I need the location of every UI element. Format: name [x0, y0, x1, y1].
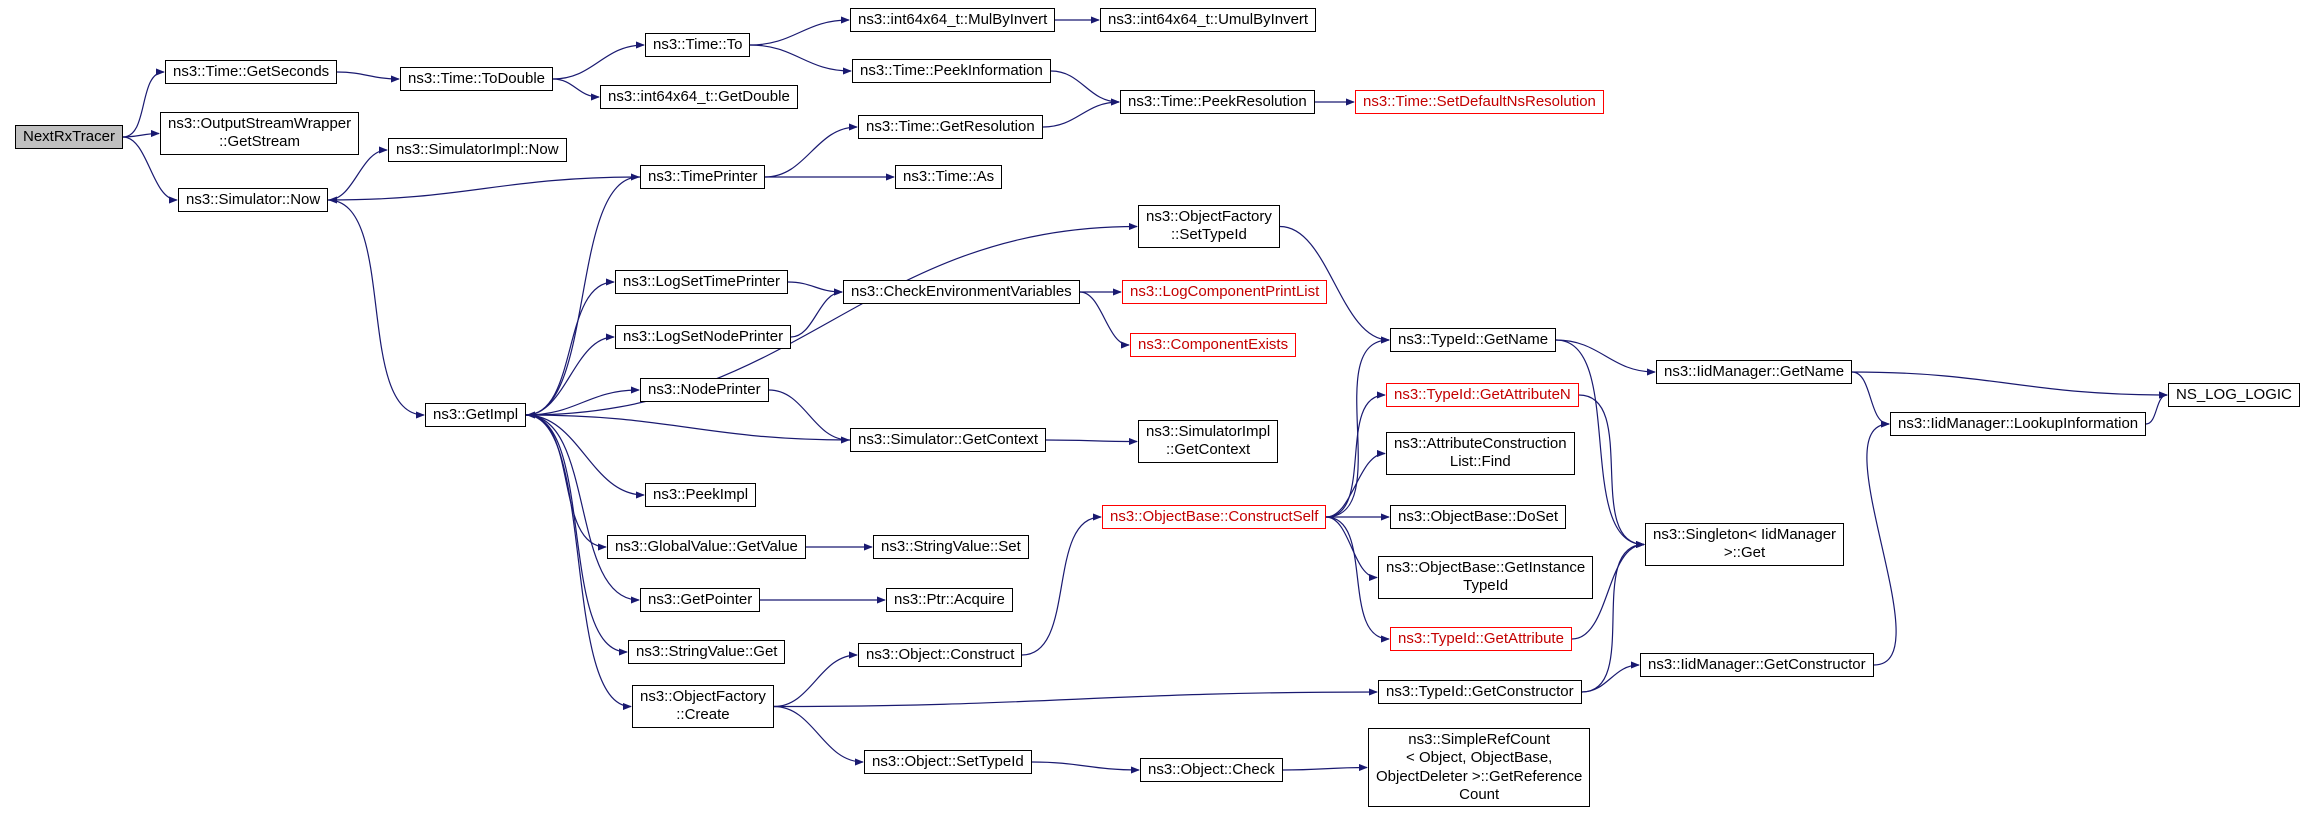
edge-nextrxtracer--simulator-now: [122, 136, 178, 204]
graph-node-attrlist-find[interactable]: ns3::AttributeConstruction List::Find: [1386, 432, 1575, 475]
edge-constructself--getattribute: [1325, 516, 1390, 643]
graph-node-constructself[interactable]: ns3::ObjectBase::ConstructSelf: [1102, 505, 1327, 530]
edge-time-todouble--time-to: [552, 41, 645, 80]
graph-node-getinstancetypeid[interactable]: ns3::ObjectBase::GetInstance TypeId: [1378, 556, 1594, 599]
edge-getattribute--singleton-get: [1571, 540, 1645, 640]
edge-simulator-getcontext--simulatorimpl-getcontext: [1045, 437, 1138, 446]
edge-typeid-getname--iid-getname: [1555, 339, 1656, 376]
graph-node-componentexists[interactable]: ns3::ComponentExists: [1130, 333, 1297, 358]
edge-getresolution--peekresolution: [1042, 98, 1120, 128]
edge-objectfactory-create--typeid-getconstructor: [773, 688, 1378, 708]
edge-getimpl--objectfactory-create: [525, 414, 632, 711]
graph-node-peekinformation[interactable]: ns3::Time::PeekInformation: [852, 59, 1051, 84]
edge-iid-getconstructor--lookupinformation: [1866, 420, 1897, 666]
edge-getimpl--nodeprinter: [525, 386, 640, 416]
graph-node-nodeprinter[interactable]: ns3::NodePrinter: [640, 378, 769, 403]
graph-node-time-to[interactable]: ns3::Time::To: [645, 33, 751, 58]
graph-node-getdouble[interactable]: ns3::int64x64_t::GetDouble: [600, 85, 798, 110]
graph-node-time-as[interactable]: ns3::Time::As: [895, 165, 1003, 190]
graph-node-logsetnodeprinter[interactable]: ns3::LogSetNodePrinter: [615, 325, 792, 350]
edge-time-to--mulbyinvert: [749, 16, 850, 46]
graph-node-simulator-now[interactable]: ns3::Simulator::Now: [178, 188, 329, 213]
graph-node-lookupinformation[interactable]: ns3::IidManager::LookupInformation: [1890, 412, 2147, 437]
graph-node-stringvalue-set[interactable]: ns3::StringValue::Set: [873, 535, 1029, 560]
edge-time-todouble--getdouble: [552, 78, 600, 101]
graph-node-objectfactory-settypeid[interactable]: ns3::ObjectFactory ::SetTypeId: [1138, 205, 1280, 248]
edge-object-check--simplerefcount: [1282, 763, 1368, 772]
edge-time-to--peekinformation: [749, 44, 852, 75]
edge-object-construct--constructself: [1021, 513, 1102, 656]
edge-typeid-getconstructor--iid-getconstructor: [1581, 661, 1640, 693]
graph-node-simulatorimpl-getcontext[interactable]: ns3::SimulatorImpl ::GetContext: [1138, 420, 1279, 463]
graph-node-object-settypeid[interactable]: ns3::Object::SetTypeId: [864, 750, 1032, 775]
edge-objectfactory-create--object-construct: [773, 651, 858, 708]
edge-timeprinter--simulator-now: [328, 176, 641, 204]
edge-timeprinter--getresolution: [764, 123, 858, 178]
edge-constructself--getattributen: [1325, 391, 1386, 518]
edge-nodeprinter--simulator-getcontext: [768, 389, 850, 444]
graph-node-time-todouble[interactable]: ns3::Time::ToDouble: [400, 67, 554, 92]
graph-node-umulbyinvert[interactable]: ns3::int64x64_t::UmulByInvert: [1100, 8, 1317, 33]
edge-simulator-getcontext--getimpl: [526, 411, 851, 441]
graph-node-peekimpl[interactable]: ns3::PeekImpl: [645, 483, 757, 508]
graph-node-simulator-getcontext[interactable]: ns3::Simulator::GetContext: [850, 428, 1047, 453]
edge-objectfactory-settypeid--typeid-getname: [1279, 225, 1390, 344]
graph-node-objectfactory-create[interactable]: ns3::ObjectFactory ::Create: [632, 685, 774, 728]
graph-node-mulbyinvert[interactable]: ns3::int64x64_t::MulByInvert: [850, 8, 1056, 33]
graph-node-simplerefcount[interactable]: ns3::SimpleRefCount < Object, ObjectBase…: [1368, 728, 1591, 808]
graph-node-iid-getconstructor[interactable]: ns3::IidManager::GetConstructor: [1640, 653, 1874, 678]
graph-node-peekresolution[interactable]: ns3::Time::PeekResolution: [1120, 90, 1315, 115]
graph-node-object-check[interactable]: ns3::Object::Check: [1140, 758, 1283, 783]
graph-node-timeprinter[interactable]: ns3::TimePrinter: [640, 165, 766, 190]
graph-node-getstream[interactable]: ns3::OutputStreamWrapper ::GetStream: [160, 112, 360, 155]
edge-typeid-getname--singleton-get: [1555, 339, 1645, 549]
edge-peekinformation--peekresolution: [1050, 70, 1120, 106]
edge-nextrxtracer--time-getseconds: [122, 68, 165, 138]
graph-node-time-getseconds[interactable]: ns3::Time::GetSeconds: [165, 60, 338, 85]
edge-getimpl--objectfactory-settypeid: [525, 222, 1138, 416]
edge-getimpl--peekimpl: [525, 414, 645, 499]
graph-node-doset[interactable]: ns3::ObjectBase::DoSet: [1390, 505, 1567, 530]
graph-node-iid-getname[interactable]: ns3::IidManager::GetName: [1656, 360, 1853, 385]
edge-object-settypeid--object-check: [1031, 761, 1140, 774]
edge-getimpl--logsetnodeprinter: [525, 333, 615, 416]
graph-node-getpointer[interactable]: ns3::GetPointer: [640, 588, 761, 613]
edge-iid-getname--ns-log-logic: [1851, 371, 2168, 399]
graph-node-stringvalue-get[interactable]: ns3::StringValue::Get: [628, 640, 786, 665]
edge-getattributen--singleton-get: [1578, 394, 1645, 549]
edge-constructself--getinstancetypeid: [1325, 516, 1378, 582]
edge-constructself--attrlist-find: [1325, 449, 1386, 518]
graph-node-getresolution[interactable]: ns3::Time::GetResolution: [858, 115, 1043, 140]
graph-node-object-construct[interactable]: ns3::Object::Construct: [858, 643, 1023, 668]
edge-lookupinformation--ns-log-logic: [2145, 391, 2168, 425]
graph-node-ns-log-logic[interactable]: NS_LOG_LOGIC: [2168, 383, 2300, 408]
graph-node-checkenv[interactable]: ns3::CheckEnvironmentVariables: [843, 280, 1080, 305]
edge-getimpl--stringvalue-get: [525, 414, 628, 656]
edge-simulator-now--getimpl: [327, 199, 425, 419]
edge-checkenv--componentexists: [1079, 291, 1130, 349]
graph-node-logsettimeprinter[interactable]: ns3::LogSetTimePrinter: [615, 270, 789, 295]
graph-node-ptr-acquire[interactable]: ns3::Ptr::Acquire: [886, 588, 1013, 613]
graph-node-globalvalue-getvalue[interactable]: ns3::GlobalValue::GetValue: [607, 535, 806, 560]
graph-node-setdefaultnsresolution[interactable]: ns3::Time::SetDefaultNsResolution: [1355, 90, 1604, 115]
graph-node-getattribute[interactable]: ns3::TypeId::GetAttribute: [1390, 627, 1572, 652]
edge-objectfactory-create--object-settypeid: [773, 705, 864, 766]
graph-node-simulatorimpl-now[interactable]: ns3::SimulatorImpl::Now: [388, 138, 567, 163]
edge-logsetnodeprinter--checkenv: [790, 288, 843, 338]
edge-time-getseconds--time-todouble: [336, 71, 400, 83]
graph-node-singleton-get[interactable]: ns3::Singleton< IidManager >::Get: [1645, 523, 1845, 566]
graph-node-getimpl[interactable]: ns3::GetImpl: [425, 403, 527, 428]
edge-getimpl--getpointer: [525, 414, 640, 604]
graph-node-nextrxtracer[interactable]: NextRxTracer: [15, 125, 123, 150]
graph-node-typeid-getname[interactable]: ns3::TypeId::GetName: [1390, 328, 1557, 353]
graph-node-logcomponentprintlist[interactable]: ns3::LogComponentPrintList: [1122, 280, 1328, 305]
graph-node-typeid-getconstructor[interactable]: ns3::TypeId::GetConstructor: [1378, 680, 1582, 705]
graph-node-getattributen[interactable]: ns3::TypeId::GetAttributeN: [1386, 383, 1579, 408]
edge-typeid-getconstructor--singleton-get: [1581, 540, 1645, 693]
edge-constructself--typeid-getname: [1325, 336, 1390, 518]
